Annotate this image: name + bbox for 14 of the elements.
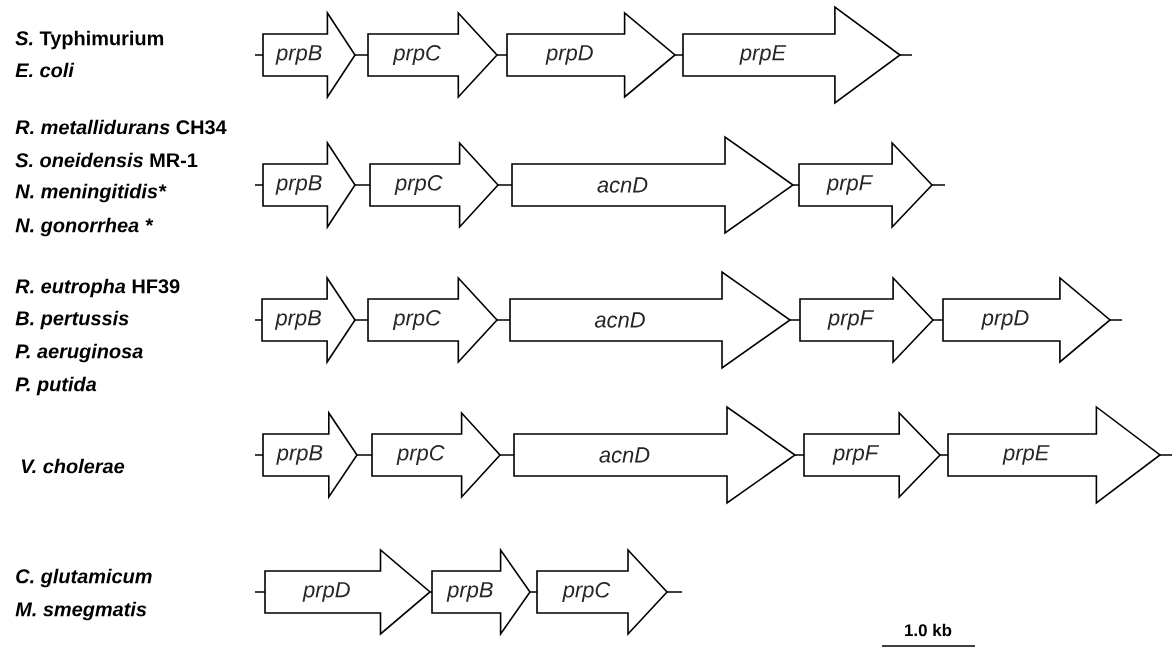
species-label: V. cholerae	[21, 458, 125, 474]
species-label: R. eutropha HF39	[15, 278, 180, 298]
scale-bar: 1.0 kb	[881, 623, 976, 647]
species-label: S. Typhimurium	[15, 30, 164, 50]
species-label: M. smegmatis	[15, 601, 147, 621]
species-label: S. oneidensis MR-1	[15, 152, 198, 168]
species-label: B. pertussis	[15, 310, 129, 330]
species-label: P. aeruginosa	[15, 343, 143, 363]
species-label: E. coli	[15, 62, 75, 78]
species-label: P. putida	[15, 376, 97, 396]
species-label: N. gonorrhea *	[15, 217, 154, 237]
species-label: N. meningitidis*	[15, 183, 167, 203]
species-label: C. glutamicum	[16, 568, 152, 588]
species-label: R. metallidurans CH34	[15, 119, 227, 135]
